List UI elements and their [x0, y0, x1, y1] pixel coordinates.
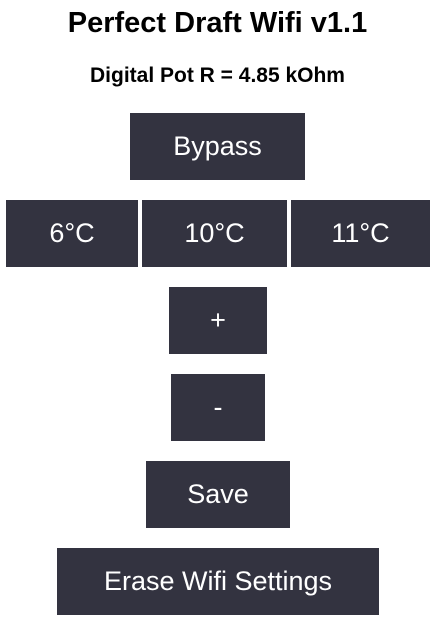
temp-preset-10-button[interactable]: 10°C	[142, 200, 287, 267]
page-title: Perfect Draft Wifi v1.1	[67, 7, 368, 39]
save-button[interactable]: Save	[146, 461, 290, 528]
temp-preset-6-button[interactable]: 6°C	[6, 200, 138, 267]
increase-button[interactable]: +	[169, 287, 267, 354]
erase-wifi-settings-button[interactable]: Erase Wifi Settings	[57, 548, 379, 615]
decrease-button[interactable]: -	[171, 374, 265, 441]
digital-pot-reading: Digital Pot R = 4.85 kOhm	[90, 64, 345, 87]
temp-preset-11-button[interactable]: 11°C	[291, 200, 430, 267]
bypass-button[interactable]: Bypass	[130, 113, 305, 180]
